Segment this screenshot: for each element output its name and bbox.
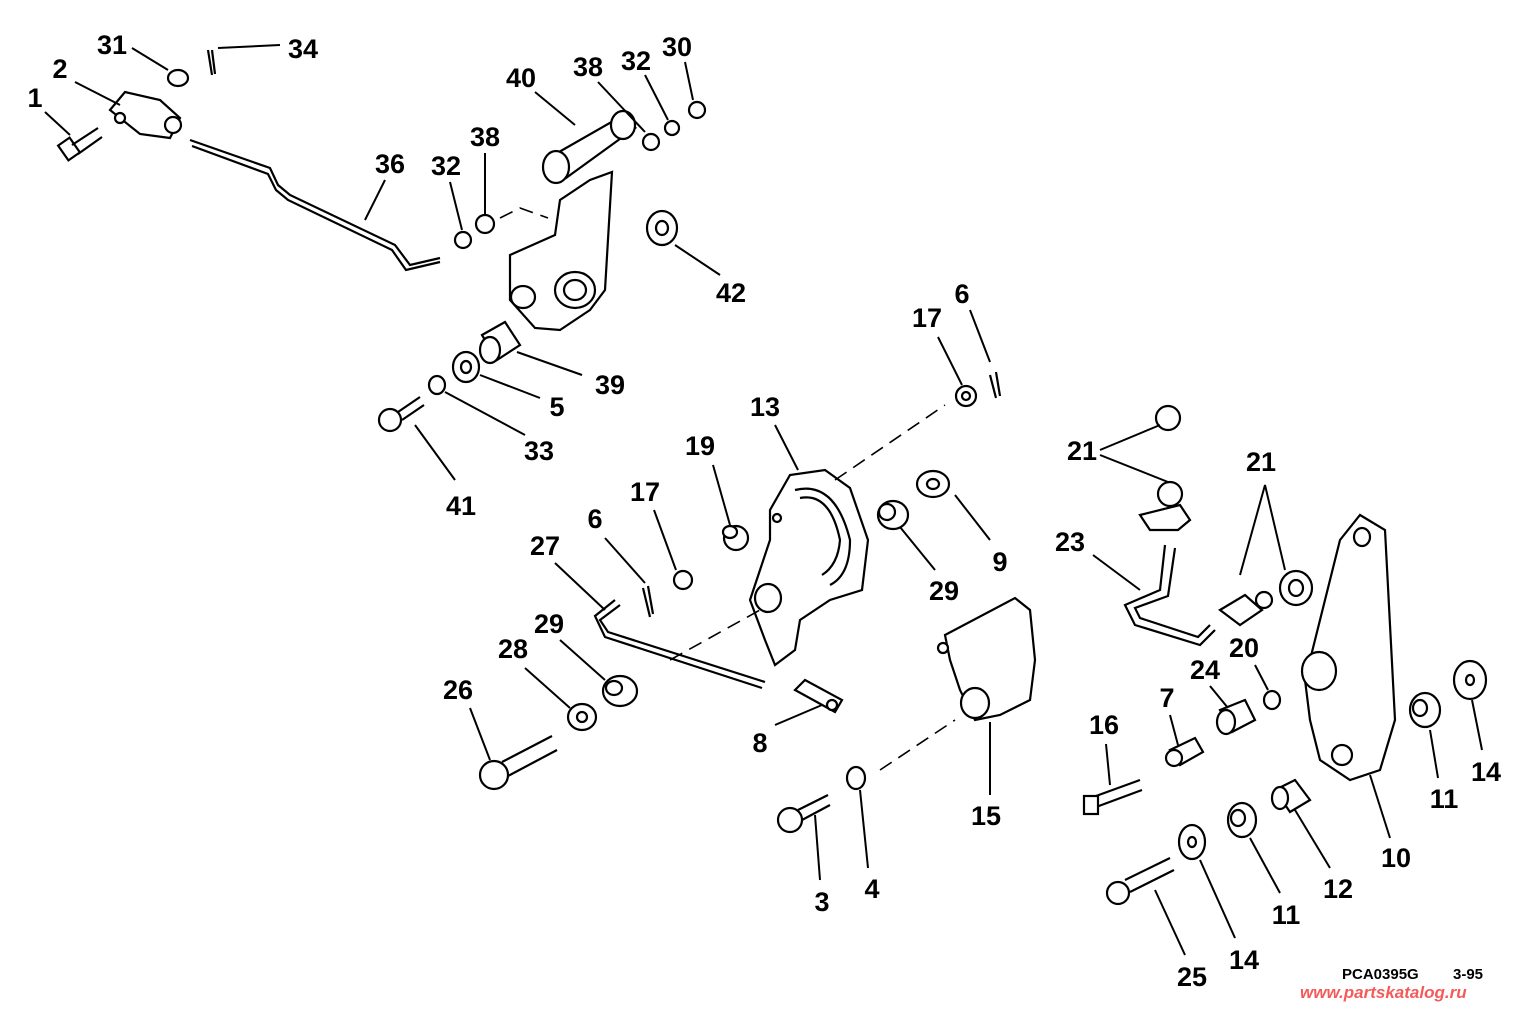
callout: 40 bbox=[506, 63, 536, 93]
part-washer-32 bbox=[453, 230, 473, 250]
part-washer-14b bbox=[1177, 823, 1207, 861]
callout: 14 bbox=[1229, 945, 1259, 975]
callout: 17 bbox=[630, 477, 660, 507]
part-connector-2 bbox=[108, 90, 183, 140]
part-bolt-1 bbox=[56, 127, 103, 162]
callout: 17 bbox=[912, 303, 942, 333]
part-bolt-26 bbox=[478, 735, 558, 791]
part-cotter-34 bbox=[206, 49, 217, 76]
callout: 21 bbox=[1246, 447, 1276, 477]
callout: 32 bbox=[431, 151, 461, 181]
part-bushing-39 bbox=[478, 320, 522, 365]
callout: 28 bbox=[498, 634, 528, 664]
leader-lines bbox=[44, 44, 1483, 956]
callout: 31 bbox=[97, 30, 127, 60]
part-washer-38 bbox=[474, 213, 496, 235]
part-washer-4 bbox=[845, 765, 867, 791]
callout: 33 bbox=[524, 436, 554, 466]
callout: 36 bbox=[375, 149, 405, 179]
callout: 9 bbox=[992, 547, 1007, 577]
callout: 8 bbox=[752, 728, 767, 758]
callout: 29 bbox=[534, 609, 564, 639]
callout: 30 bbox=[662, 32, 692, 62]
callout: 32 bbox=[621, 46, 651, 76]
callout: 26 bbox=[443, 675, 473, 705]
callout: 34 bbox=[288, 34, 318, 64]
callout: 3 bbox=[814, 887, 829, 917]
drawing-date: 3-95 bbox=[1453, 966, 1483, 983]
part-cam-13 bbox=[748, 468, 870, 667]
part-bushing-24 bbox=[1215, 698, 1257, 736]
callout: 14 bbox=[1471, 757, 1501, 787]
part-nut-29 bbox=[876, 499, 910, 531]
callout: 38 bbox=[470, 122, 500, 152]
part-lever-40 bbox=[508, 109, 638, 332]
callout: 13 bbox=[750, 392, 780, 422]
callout: 6 bbox=[954, 279, 969, 309]
callout: 2 bbox=[52, 54, 67, 84]
part-washer-20 bbox=[1262, 689, 1282, 711]
part-nut-11 bbox=[1408, 691, 1442, 729]
callout: 27 bbox=[530, 531, 560, 561]
part-washer-31 bbox=[166, 68, 190, 88]
callout: 11 bbox=[1430, 784, 1459, 814]
part-bushing-7 bbox=[1164, 736, 1205, 768]
callout: 21 bbox=[1067, 436, 1097, 466]
part-arm-10 bbox=[1300, 513, 1397, 782]
part-nut-30 bbox=[687, 100, 707, 120]
part-rod-36 bbox=[189, 138, 441, 267]
part-spacer-12 bbox=[1270, 778, 1312, 814]
callout: 1 bbox=[27, 83, 42, 113]
callout: 25 bbox=[1177, 962, 1207, 992]
assembly-line bbox=[834, 404, 946, 481]
part-bolt-41 bbox=[377, 396, 425, 433]
part-rod-27 bbox=[598, 604, 766, 684]
callout: 10 bbox=[1381, 843, 1411, 873]
part-washer-14 bbox=[1452, 659, 1488, 701]
part-plate-15 bbox=[936, 596, 1037, 722]
callout: 23 bbox=[1055, 527, 1085, 557]
callout: 19 bbox=[685, 431, 715, 461]
callout: 38 bbox=[573, 52, 603, 82]
drawing-code: PCA0395G bbox=[1342, 966, 1419, 983]
callout: 7 bbox=[1159, 683, 1174, 713]
callout: 11 bbox=[1272, 900, 1301, 930]
callout: 41 bbox=[446, 491, 476, 521]
callout: 5 bbox=[549, 392, 564, 422]
watermark: www.partskatalog.ru bbox=[1300, 983, 1467, 1002]
callout: 29 bbox=[929, 576, 959, 606]
callout: 16 bbox=[1089, 710, 1119, 740]
part-clip-21 bbox=[1138, 404, 1314, 627]
parts bbox=[56, 49, 1488, 906]
part-washer-42 bbox=[645, 209, 679, 247]
callout: 42 bbox=[716, 278, 746, 308]
part-screw-16 bbox=[1082, 778, 1143, 816]
part-nut-11b bbox=[1226, 801, 1258, 839]
part-washer-33 bbox=[427, 374, 447, 396]
callout: 39 bbox=[595, 370, 625, 400]
callout: 15 bbox=[971, 801, 1001, 831]
callout: 6 bbox=[587, 504, 602, 534]
part-nut-29b bbox=[601, 674, 639, 708]
part-bolt-3 bbox=[776, 794, 831, 834]
part-washer-5 bbox=[451, 350, 481, 384]
callout: 4 bbox=[864, 874, 879, 904]
part-rod-23 bbox=[1123, 544, 1216, 647]
callouts: 1 2 31 34 40 38 32 30 36 32 38 42 17 6 3… bbox=[27, 30, 1501, 992]
callout: 24 bbox=[1190, 655, 1220, 685]
callout: 12 bbox=[1323, 874, 1353, 904]
part-bushing-19 bbox=[721, 524, 750, 552]
part-link-8 bbox=[793, 678, 844, 714]
part-bolt-25 bbox=[1105, 857, 1175, 906]
callout: 20 bbox=[1229, 633, 1259, 663]
